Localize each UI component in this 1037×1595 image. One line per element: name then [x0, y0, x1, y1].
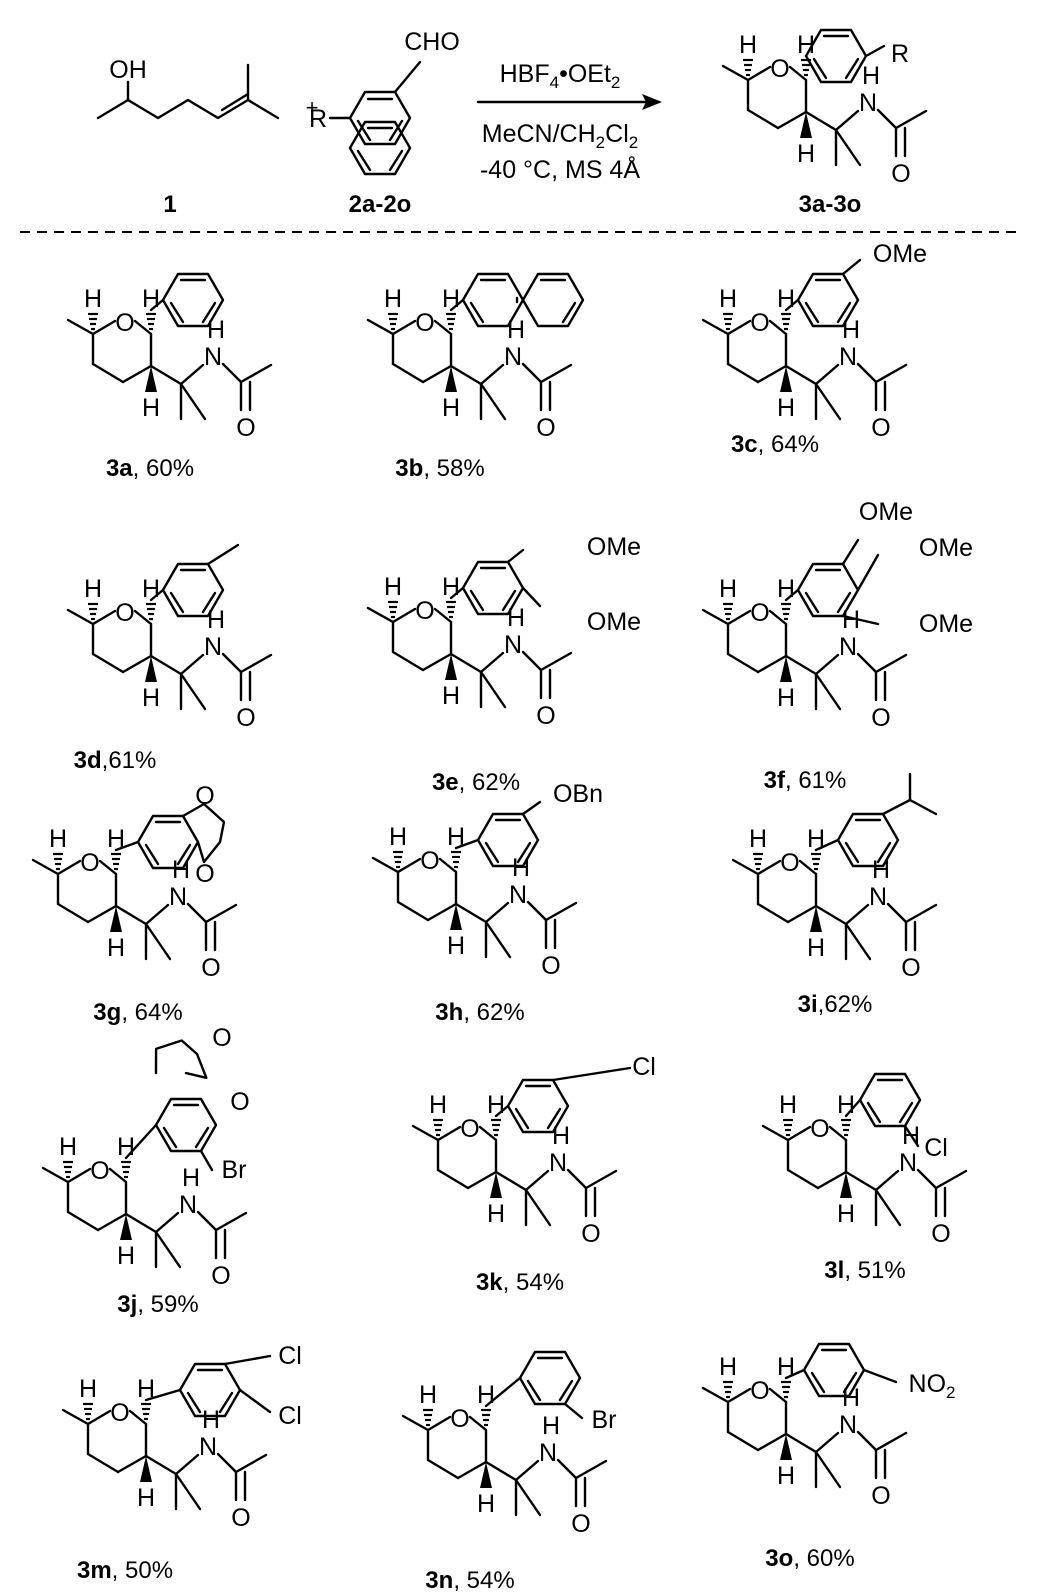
oxygen-label: O — [195, 860, 214, 888]
oxygen-label: O — [195, 782, 214, 810]
hydroxyl-label: OH — [109, 56, 147, 84]
product-3c: OMe 3c, 64% — [701, 240, 927, 458]
yield-caption: 3h, 62% — [435, 999, 524, 1026]
product-3m: Cl Cl 3m, 50% — [61, 1342, 302, 1584]
methoxy-label: OMe — [873, 240, 927, 268]
r-group-label: R — [309, 105, 327, 133]
yield-caption: 3o, 60% — [765, 1545, 854, 1572]
methoxy-label: OMe — [859, 498, 913, 526]
yield-caption: 3a, 60% — [106, 455, 194, 482]
starting-material-1: OH 1 — [96, 56, 280, 218]
methoxy-label: OMe — [587, 608, 641, 636]
starting-material-2: CHO R 2a-2o — [309, 28, 460, 218]
product-3b: 3b, 58% — [366, 272, 585, 482]
yield-caption: 3k, 54% — [476, 1269, 564, 1296]
methoxy-label: OMe — [919, 610, 973, 638]
yield-caption: 3l, 51% — [824, 1257, 905, 1284]
compound-label-1: 1 — [163, 191, 176, 218]
product-3i: 3i,62% — [731, 772, 938, 1018]
conditions-label: -40 °C, MS 4Å — [480, 154, 640, 184]
methoxy-label: OMe — [587, 533, 641, 561]
bromo-label: Br — [592, 1406, 617, 1434]
oxygen-label: O — [212, 1024, 231, 1052]
yield-caption: 3c, 64% — [731, 431, 819, 458]
r-group-label: R — [891, 40, 909, 68]
bromo-label: Br — [222, 1156, 247, 1184]
oxygen-label: O — [230, 1088, 249, 1116]
benzyloxy-label: OBn — [553, 780, 603, 808]
yield-caption: 3e, 62% — [432, 769, 520, 796]
yield-caption: 3d,61% — [74, 747, 157, 774]
chloro-label: Cl — [924, 1134, 948, 1162]
product-3n: Br 3n, 54% — [401, 1350, 617, 1594]
product-3g: O O 3g, 64% — [31, 782, 238, 1026]
compound-label-2: 2a-2o — [349, 191, 412, 218]
product-3a: 3a, 60% — [66, 272, 273, 482]
chloro-label: Cl — [278, 1402, 302, 1430]
solvent-label: MeCN/CH2Cl2 — [482, 120, 638, 152]
product-3l: Cl 3l, 51% — [761, 1072, 968, 1284]
product-3k: Cl 3k, 54% — [411, 1053, 656, 1296]
yield-caption: 3j, 59% — [117, 1291, 198, 1318]
yield-caption: 3f, 61% — [764, 767, 847, 794]
product-3d: 3d,61% — [66, 543, 273, 774]
aldehyde-label: CHO — [404, 28, 460, 56]
product-3f: OMe OMe OMe 3f, 61% — [701, 498, 973, 794]
chloro-label: Cl — [632, 1053, 656, 1081]
product-3e: OMe OMe 3e, 62% — [366, 533, 641, 796]
product-3h: OBn 3h, 62% — [371, 780, 603, 1026]
product-3j: Br O O 3j, 59% — [41, 1024, 250, 1318]
plus-sign: + — [306, 95, 319, 120]
compound-label-3: 3a-3o — [799, 191, 862, 218]
yield-caption: 3i,62% — [798, 991, 873, 1018]
reaction-arrow: HBF4H•OEt2 MeCN/CH2Cl2 -40 °C, MS 4Å — [476, 60, 662, 184]
yield-caption: 3n, 54% — [425, 1567, 514, 1594]
nitro-label: NO2 — [909, 1370, 956, 1402]
yield-caption: 3g, 64% — [93, 999, 182, 1026]
product-3o: NO2 3o, 60% — [701, 1342, 956, 1572]
methoxy-label: OMe — [919, 534, 973, 562]
reagent-label: HBF4H•OEt2 — [500, 60, 621, 92]
yield-caption: 3m, 50% — [77, 1557, 173, 1584]
chloro-label: Cl — [278, 1342, 302, 1370]
yield-caption: 3b, 58% — [395, 455, 484, 482]
general-product: R 3a-3o — [721, 28, 928, 218]
